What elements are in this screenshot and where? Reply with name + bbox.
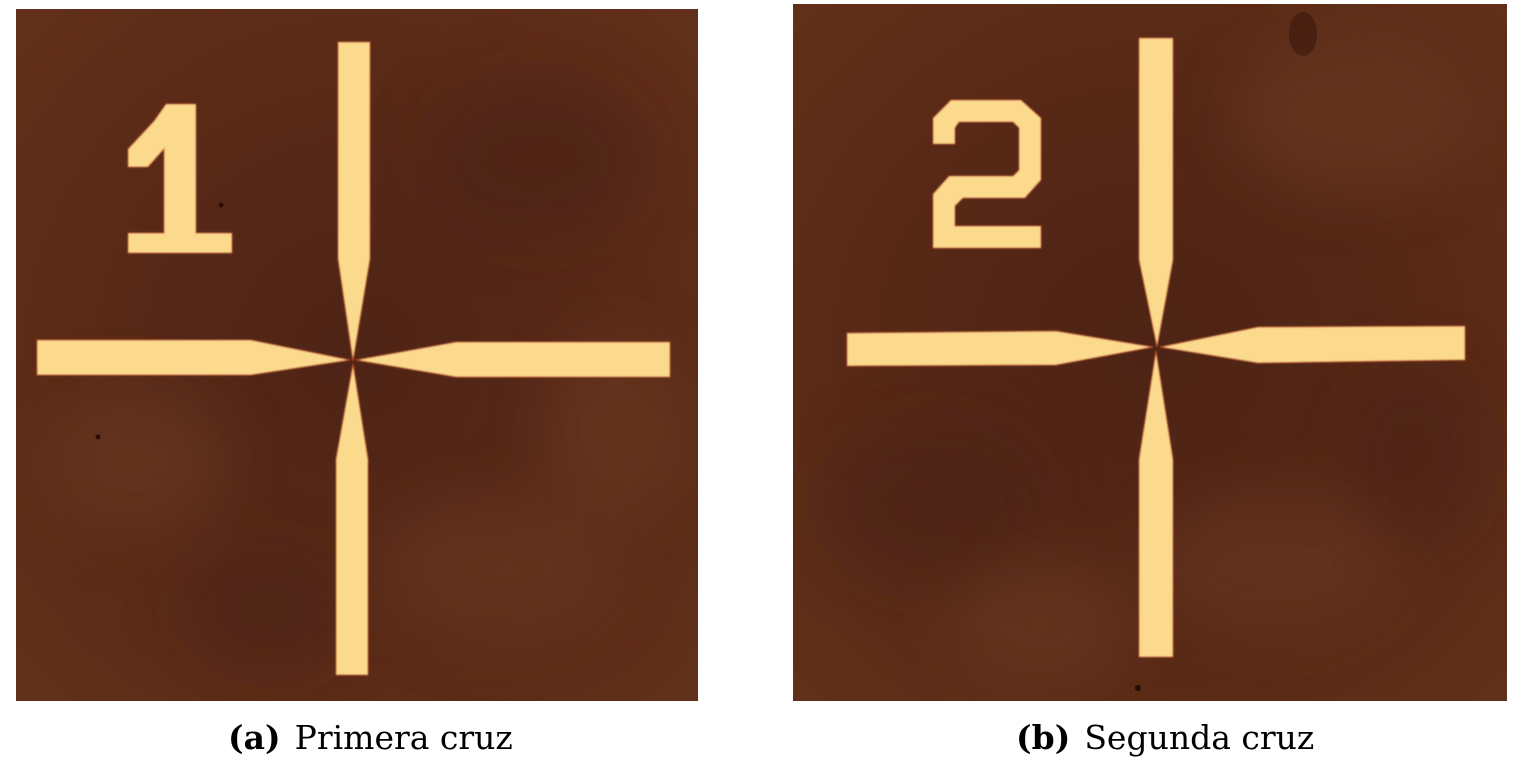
marker-digit-1: [127, 103, 233, 254]
figure-caption-b: (b) Segunda cruz: [1016, 716, 1314, 760]
cross-arm-bottom: [335, 363, 369, 676]
dust-speck: [95, 434, 101, 440]
substrate-texture: [46, 79, 686, 669]
figure-caption-a: (a) Primera cruz: [228, 716, 513, 760]
cross-arm-right: [355, 341, 671, 378]
cross-arm-left: [36, 339, 351, 376]
cross-arm-top: [337, 41, 371, 362]
subfigure-label-b: (b): [1016, 718, 1071, 757]
substrate-texture: [823, 34, 1483, 684]
dust-speck: [1135, 685, 1141, 691]
micrograph-panel-b: [793, 4, 1507, 701]
micrograph-panel-a: [16, 9, 698, 701]
cross-arm-top: [1138, 37, 1174, 348]
cross-arm-bottom: [1138, 350, 1174, 658]
micrograph-image-a: [16, 9, 698, 701]
subfigure-label-a: (a): [228, 718, 281, 757]
marker-digit-2: [932, 99, 1042, 249]
cross-arm-left: [846, 330, 1154, 367]
dust-speck: [218, 202, 224, 208]
dust-smudge: [1289, 12, 1317, 56]
micrograph-image-b: [793, 4, 1507, 701]
caption-text-b: Segunda cruz: [1084, 718, 1315, 757]
alignment-cross: [36, 41, 671, 676]
cross-arm-right: [1159, 325, 1466, 364]
caption-text-a: Primera cruz: [294, 718, 513, 757]
alignment-cross: [846, 37, 1466, 658]
